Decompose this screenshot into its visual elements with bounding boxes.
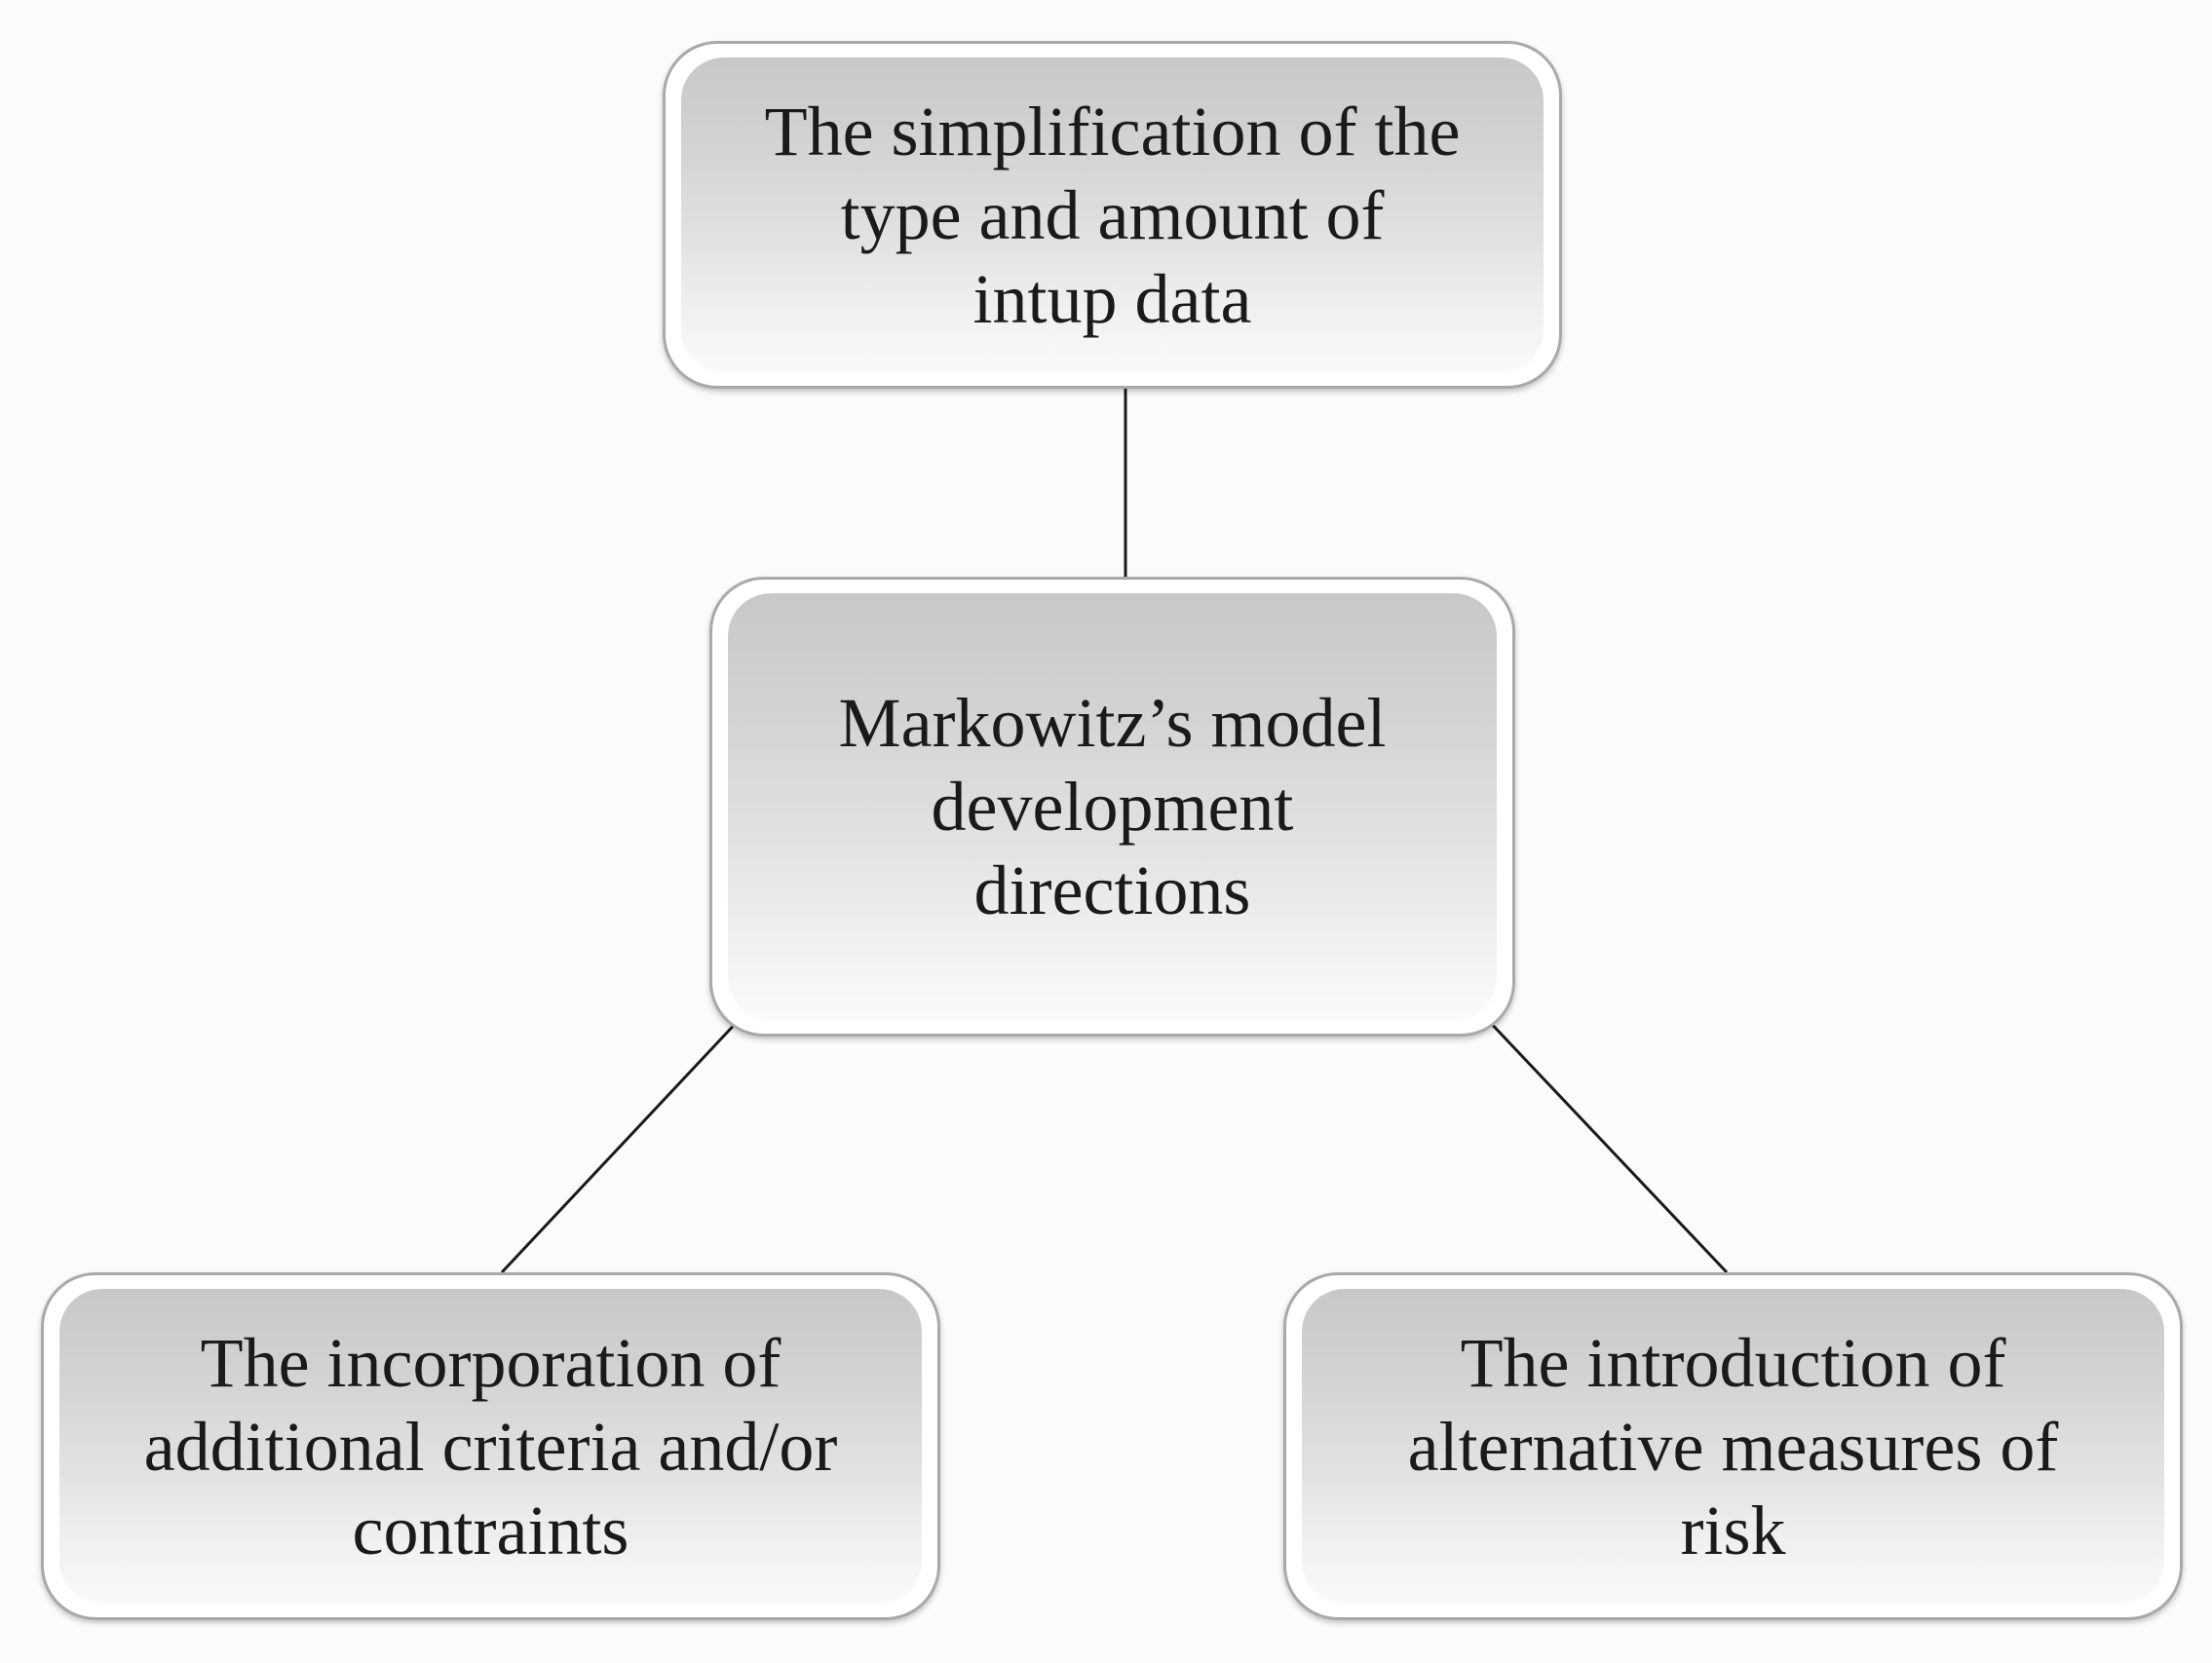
node-simplification-text: The simplification of the type and amoun… (764, 92, 1461, 338)
node-alternative-risk-measures-text: The introduction of alternative measures… (1407, 1323, 2059, 1569)
node-markowitz-directions-text: Markowitz’s model development directions (838, 684, 1387, 929)
node-additional-criteria: The incorporation of additional criteria… (41, 1272, 940, 1620)
connector-center-to-right (1484, 1016, 1729, 1274)
node-simplification-fill: The simplification of the type and amoun… (681, 57, 1544, 372)
node-additional-criteria-fill: The incorporation of additional criteria… (59, 1289, 922, 1604)
node-additional-criteria-text: The incorporation of additional criteria… (143, 1323, 838, 1569)
node-markowitz-directions: Markowitz’s model development directions (709, 577, 1515, 1037)
connector-center-to-left (500, 1016, 743, 1274)
node-alternative-risk-measures: The introduction of alternative measures… (1283, 1272, 2183, 1620)
node-markowitz-directions-fill: Markowitz’s model development directions (728, 593, 1497, 1020)
node-alternative-risk-measures-fill: The introduction of alternative measures… (1302, 1289, 2164, 1604)
node-simplification: The simplification of the type and amoun… (663, 41, 1562, 389)
